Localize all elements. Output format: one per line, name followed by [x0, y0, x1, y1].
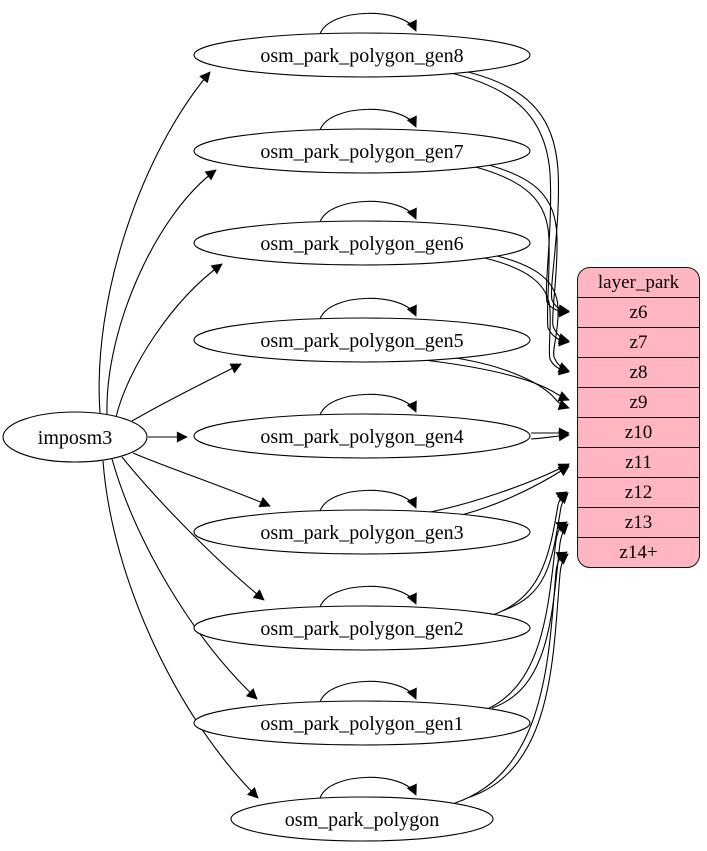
edge-gen3-to-z11-b — [443, 465, 570, 520]
table-node-gen6-label: osm_park_polygon_gen6 — [260, 233, 463, 255]
edge-gen8-to-z6-a — [449, 67, 570, 316]
table-node-gen5-label: osm_park_polygon_gen5 — [260, 330, 463, 352]
self-loop-gen2 — [319, 585, 417, 608]
self-loops — [319, 12, 417, 799]
self-loop-gen3 — [319, 489, 417, 512]
table-node-gen2-label: osm_park_polygon_gen2 — [260, 618, 463, 640]
table-node-gen7: osm_park_polygon_gen7 — [193, 128, 531, 174]
table-node-gen6: osm_park_polygon_gen6 — [193, 220, 531, 266]
table-node-gen7-label: osm_park_polygon_gen7 — [260, 141, 463, 163]
table-node-gen4: osm_park_polygon_gen4 — [193, 413, 531, 459]
zoom-row-z6: z6 — [578, 297, 699, 327]
table-node-gen3-label: osm_park_polygon_gen3 — [260, 522, 463, 544]
edge-imposm3-to-gen5 — [131, 363, 242, 422]
edge-gen6-to-z8-a — [478, 251, 570, 373]
edge-gen4-to-z10-b — [530, 430, 570, 442]
table-node-gen8-label: osm_park_polygon_gen8 — [260, 45, 463, 67]
edge-imposm3-to-polygon — [102, 460, 259, 799]
edge-imposm3-to-gen8 — [98, 71, 211, 414]
imposm3-label: imposm3 — [38, 427, 112, 449]
table-node-gen2: osm_park_polygon_gen2 — [193, 605, 531, 651]
edge-imposm3-to-gen1 — [111, 458, 258, 700]
table-node-gen1-label: osm_park_polygon_gen1 — [260, 713, 463, 735]
zoom-row-z9: z9 — [578, 387, 699, 417]
edge-polygon-to-z14-b — [469, 553, 569, 798]
edge-gen2-to-z12-a — [489, 491, 568, 617]
self-loop-gen4 — [319, 393, 417, 416]
edge-gen7-to-z7-a — [466, 159, 570, 344]
self-loop-gen1 — [319, 680, 417, 703]
self-loop-gen8 — [319, 12, 417, 35]
zoom-row-z10: z10 — [578, 417, 699, 447]
self-loop-gen6 — [319, 200, 417, 223]
layer-park-record: layer_park z6 z7 z8 z9 z10 z11 z12 z13 z… — [577, 267, 700, 568]
table-node-polygon-label: osm_park_polygon — [285, 809, 439, 831]
edge-gen6-to-z8-b — [470, 254, 570, 376]
edge-gen2-to-z12-b — [501, 492, 569, 612]
edge-imposm3-to-gen6 — [115, 263, 223, 418]
edge-gen5-to-z9-a — [423, 359, 570, 402]
edge-gen7-to-z7-b — [458, 162, 570, 347]
table-node-gen4-label: osm_park_polygon_gen4 — [260, 426, 463, 448]
self-loop-gen7 — [319, 108, 417, 131]
edge-gen1-to-z13-b — [491, 523, 569, 709]
self-loop-gen5 — [319, 297, 417, 320]
zoom-row-z7: z7 — [578, 327, 699, 357]
edge-gen3-to-z11-a — [419, 463, 570, 515]
edge-imposm3-to-gen2 — [121, 456, 265, 601]
layer-park-title: layer_park — [597, 272, 680, 293]
zoom-row-z8: z8 — [578, 357, 699, 387]
edges-to-layer-rows — [419, 67, 570, 804]
table-node-polygon: osm_park_polygon — [230, 796, 494, 842]
edge-gen8-to-z6-b — [441, 70, 570, 318]
self-loop-polygon — [319, 776, 417, 799]
imposm3-node: imposm3 — [2, 411, 148, 463]
edge-imposm3-to-gen3 — [132, 452, 271, 508]
zoom-row-z14: z14+ — [578, 537, 699, 567]
edges-from-imposm3 — [98, 71, 271, 799]
zoom-row-z13: z13 — [578, 507, 699, 537]
zoom-row-z11: z11 — [578, 447, 699, 477]
zoom-row-z12: z12 — [578, 477, 699, 507]
table-node-gen8: osm_park_polygon_gen8 — [193, 32, 531, 78]
edge-gen5-to-z9-b — [448, 356, 570, 411]
table-node-gen5: osm_park_polygon_gen5 — [193, 317, 531, 363]
nodes: imposm3 osm_park_polygon_gen8 osm_park_p… — [2, 32, 531, 842]
table-node-gen3: osm_park_polygon_gen3 — [193, 509, 531, 555]
table-node-gen1: osm_park_polygon_gen1 — [193, 700, 531, 746]
edge-imposm3-to-gen7 — [106, 169, 217, 415]
